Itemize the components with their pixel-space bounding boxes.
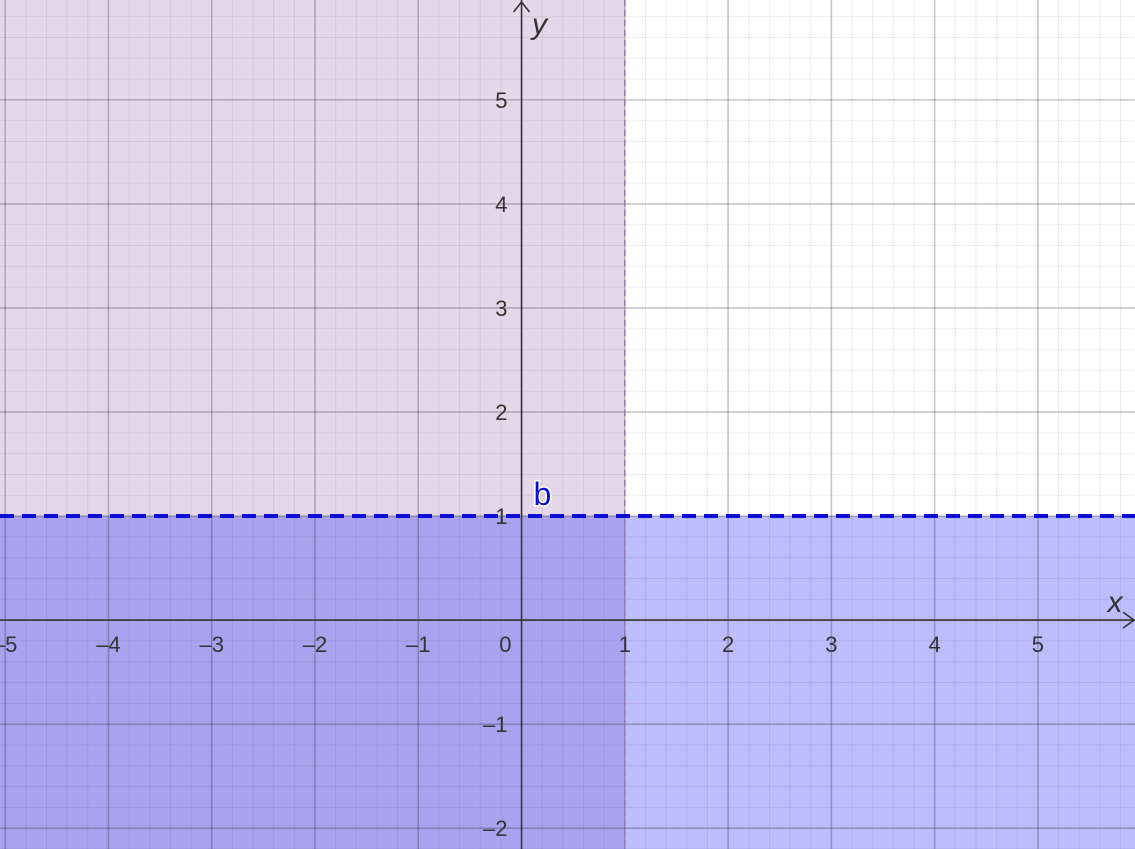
x-tick-label: 4 (929, 632, 941, 657)
x-tick-label: 2 (722, 632, 734, 657)
region-overlap (0, 516, 625, 849)
x-tick-label: –2 (303, 632, 327, 657)
line-label-b: b (534, 476, 552, 512)
x-tick-label: 5 (1032, 632, 1044, 657)
x-tick-label: –3 (199, 632, 223, 657)
y-tick-label: 2 (495, 400, 507, 425)
x-tick-label: –4 (96, 632, 120, 657)
y-tick-label: –1 (483, 712, 507, 737)
y-axis-arrow (512, 0, 531, 13)
tick-labels: –5 –4 –3 –2 –1 0 1 2 3 4 5 –2 –1 1 2 3 4 5 x y b (0, 8, 1124, 841)
x-tick-label: –1 (406, 632, 430, 657)
x-tick-label: –5 (0, 632, 17, 657)
x-tick-label: 0 (499, 632, 511, 657)
y-tick-label: –2 (483, 816, 507, 841)
y-tick-label: 1 (495, 504, 507, 529)
x-tick-label: 3 (825, 632, 837, 657)
x-axis-label: x (1106, 586, 1124, 619)
y-axis-label: y (530, 8, 549, 41)
y-tick-label: 4 (495, 192, 507, 217)
y-tick-label: 5 (495, 88, 507, 113)
x-axis-arrow (1122, 611, 1135, 629)
x-tick-label: 1 (619, 632, 631, 657)
y-tick-label: 3 (495, 296, 507, 321)
